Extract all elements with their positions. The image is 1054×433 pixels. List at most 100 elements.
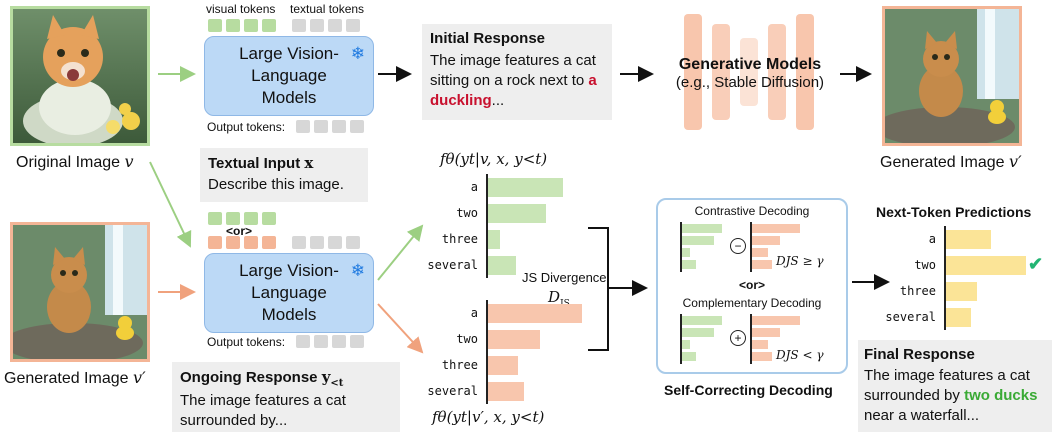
top-dist-label-0: a [470,180,478,194]
arrow-original-to-lvlm-bottom [149,161,192,248]
ongoing-response-heading: Ongoing Response y<t [180,368,400,389]
top-dist-bar-2 [488,230,500,249]
textual-input-box: Textual Input x Describe this image. [200,148,368,202]
generative-model-shape [684,14,814,130]
ongoing-response-title: Ongoing Response [180,369,318,386]
next-token-bar-2 [946,282,977,301]
mini-bar [752,340,768,349]
textual-token [292,19,306,32]
top-dist-label-3: several [427,258,478,272]
final-response-title: Final Response [864,346,975,363]
mini-bar [752,248,768,257]
bottom-dist-label-0: a [470,306,478,320]
textual-token [346,19,360,32]
generated-image-right-caption: Generated Image v′ [880,152,1022,172]
original-caption-text: Original Image [16,154,121,171]
contrastive-label: Contrastive Decoding [694,204,810,218]
self-correcting-panel: Contrastive Decoding − DJS ≥ γ <or> Comp… [656,198,848,374]
output-token [332,335,346,348]
generated-image-bottom-caption: Generated Image v′ [4,368,146,388]
generative-subtitle: (e.g., Stable Diffusion) [675,74,825,91]
initial-response-suffix: ... [491,92,505,109]
mini-bar [682,352,696,361]
mini-bar [752,224,800,233]
mini-bar [682,224,722,233]
output-tokens-label-bottom: Output tokens: [207,335,286,349]
bottom-dist-label-3: several [427,384,478,398]
textual-tokens-label: textual tokens [290,2,365,16]
top-dist-label-2: three [441,232,478,246]
mini-bar [682,236,714,245]
bottom-dist-bar-0 [488,304,582,323]
generated-visual-token [244,236,258,249]
generated-image-right [882,6,1022,146]
output-token [314,335,328,348]
visual-token [226,212,240,225]
contrastive-condition: DJS ≥ γ [776,254,824,268]
self-correcting-caption: Self-Correcting Decoding [664,382,833,398]
next-token-label-0: a [928,232,936,246]
top-distribution-formula: fθ(yt|v, x, y<t) [440,150,548,168]
textual-input-symbol: x [304,154,314,172]
generative-title: Generative Models [678,56,822,73]
generated-visual-token [226,236,240,249]
generated-cat-illustration [13,225,147,359]
checkmark-icon: ✔ [1028,254,1044,274]
bottom-dist-axis [486,300,488,404]
mini-bar [752,260,772,269]
mini-bar [682,316,722,325]
lvlm-top: ❄ Large Vision-Language Models [204,36,374,116]
output-token [314,120,328,133]
plus-operator: + [730,330,746,346]
js-bracket [588,227,609,351]
next-token-label-2: three [899,284,936,298]
lvlm-bottom-label: Large Vision-Language Models [239,261,339,324]
original-image-symbol: v [124,152,134,171]
visual-token [208,212,222,225]
mini-bar [752,316,800,325]
next-token-bar-0 [946,230,991,249]
mini-bar [752,236,780,245]
visual-tokens-label: visual tokens [206,2,276,16]
initial-response-body: The image features a cat sitting on a ro… [430,52,596,89]
visual-token [226,19,240,32]
initial-response-title: Initial Response [430,30,546,47]
original-cat-illustration [13,9,147,143]
next-token-title: Next-Token Predictions [876,204,1032,220]
textual-token [310,19,324,32]
output-token [296,120,310,133]
output-token [332,120,346,133]
arrow-lvlm-to-bottom-dist [377,303,424,354]
output-tokens-label-top: Output tokens: [207,120,286,134]
initial-response-text: The image features a cat sitting on a ro… [430,51,604,111]
visual-token [244,212,258,225]
mini-bar [752,328,780,337]
generated-caption-right-text: Generated Image [880,154,1005,171]
minus-operator: − [730,238,746,254]
lvlm-bottom: ❄ Large Vision-Language Models [204,253,374,333]
textual-token [292,236,306,249]
bottom-dist-label-2: three [441,358,478,372]
mini-axis [680,222,682,272]
output-token [350,120,364,133]
visual-token [244,19,258,32]
top-dist-bar-3 [488,256,516,275]
ongoing-response-subscript: <t [330,378,344,389]
textual-token [328,19,342,32]
generated-cat-right-illustration [885,9,1019,143]
mini-axis [750,222,752,272]
bottom-dist-label-1: two [456,332,478,346]
mini-axis [680,314,682,364]
bottom-distribution-formula: fθ(yt|v′, x, y<t) [432,408,545,426]
ongoing-response-box: Ongoing Response y<t The image features … [172,362,400,432]
bottom-dist-bar-1 [488,330,540,349]
final-response-text: The image features a cat surrounded by t… [864,366,1046,426]
textual-input-title: Textual Input [208,155,301,172]
generative-label: Generative Models (e.g., Stable Diffusio… [660,56,840,91]
textual-token [310,236,324,249]
mini-axis [750,314,752,364]
mini-bar [682,340,690,349]
mini-bar [682,248,690,257]
